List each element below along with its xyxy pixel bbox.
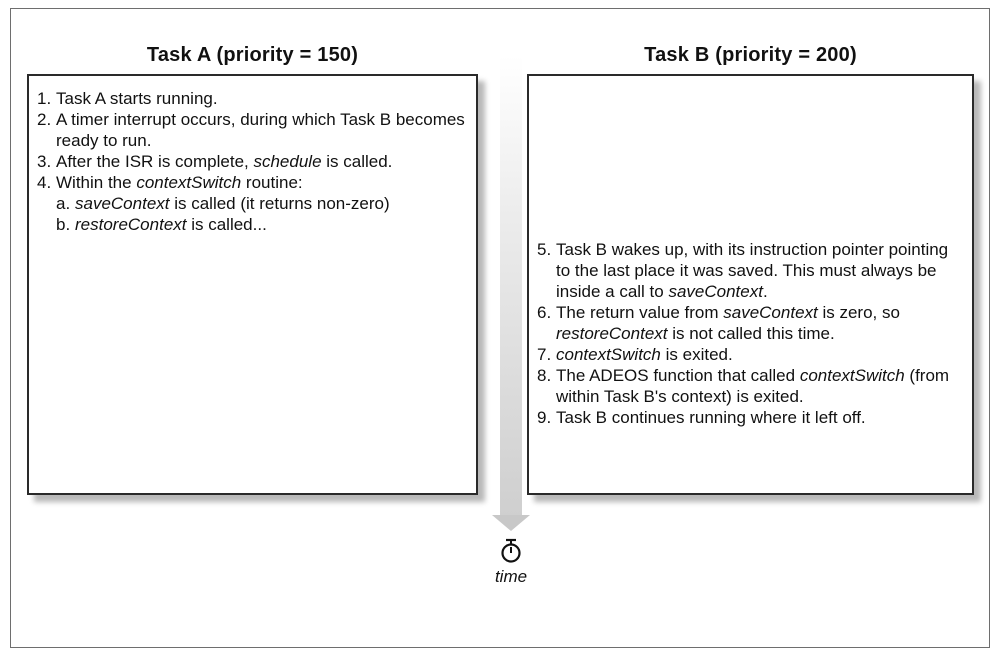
step-8: 8.The ADEOS function that called context… <box>537 366 950 406</box>
task-a-box: 1.Task A starts running. 2.A timer inter… <box>27 74 478 495</box>
task-a-steps: 1.Task A starts running. 2.A timer inter… <box>37 88 467 235</box>
time-arrow-head <box>492 515 530 531</box>
task-b-steps: 5.Task B wakes up, with its instruction … <box>537 239 965 428</box>
step-4b: b.restoreContext is called... <box>56 215 267 234</box>
step-1: 1.Task A starts running. <box>37 89 218 108</box>
task-b-title: Task B (priority = 200) <box>644 44 857 66</box>
step-4: 4.Within the contextSwitch routine: a.sa… <box>37 172 467 235</box>
step-6: 6.The return value from saveContext is z… <box>537 303 900 343</box>
time-arrow <box>500 56 522 516</box>
step-9: 9.Task B continues running where it left… <box>537 408 866 427</box>
step-3: 3.After the ISR is complete, schedule is… <box>37 152 393 171</box>
step-7: 7.contextSwitch is exited. <box>537 345 733 364</box>
step-4-substeps: a.saveContext is called (it returns non-… <box>56 193 467 235</box>
time-label: time <box>494 567 528 586</box>
stopwatch-icon <box>501 538 521 563</box>
task-a-title: Task A (priority = 150) <box>146 44 359 66</box>
step-5: 5.Task B wakes up, with its instruction … <box>537 240 949 301</box>
step-2: 2.A timer interrupt occurs, during which… <box>37 110 465 150</box>
step-4a: a.saveContext is called (it returns non-… <box>56 194 390 213</box>
task-b-box: 5.Task B wakes up, with its instruction … <box>527 74 974 495</box>
